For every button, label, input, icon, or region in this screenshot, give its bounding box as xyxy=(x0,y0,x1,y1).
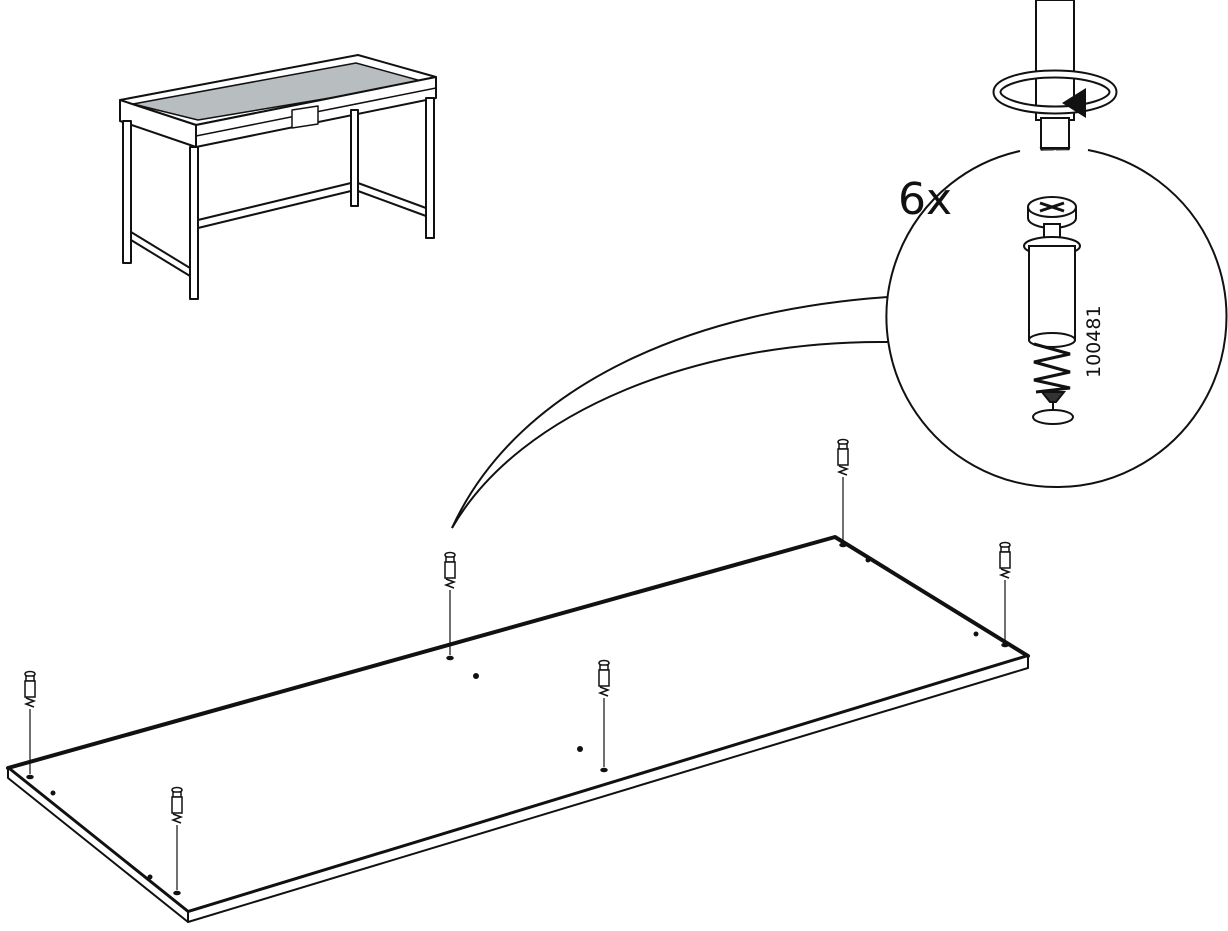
quantity-label: 6x xyxy=(898,174,952,225)
cam-lock-bolts xyxy=(23,438,1012,896)
cam-lock-bolt-icon xyxy=(170,786,184,896)
finished-desk-illustration xyxy=(119,54,437,300)
cam-lock-bolt-icon xyxy=(443,551,457,661)
desk-top-panel xyxy=(6,535,1030,923)
cam-lock-bolt-icon xyxy=(597,659,611,773)
part-number-label: 100481 xyxy=(1083,305,1105,378)
clockwise-rotation-arrow-icon xyxy=(992,69,1118,118)
cam-lock-bolt-detail-icon xyxy=(1023,196,1081,425)
cam-lock-bolt-icon xyxy=(836,438,850,548)
cam-lock-bolt-icon xyxy=(998,541,1012,648)
cam-lock-bolt-icon xyxy=(23,670,37,780)
